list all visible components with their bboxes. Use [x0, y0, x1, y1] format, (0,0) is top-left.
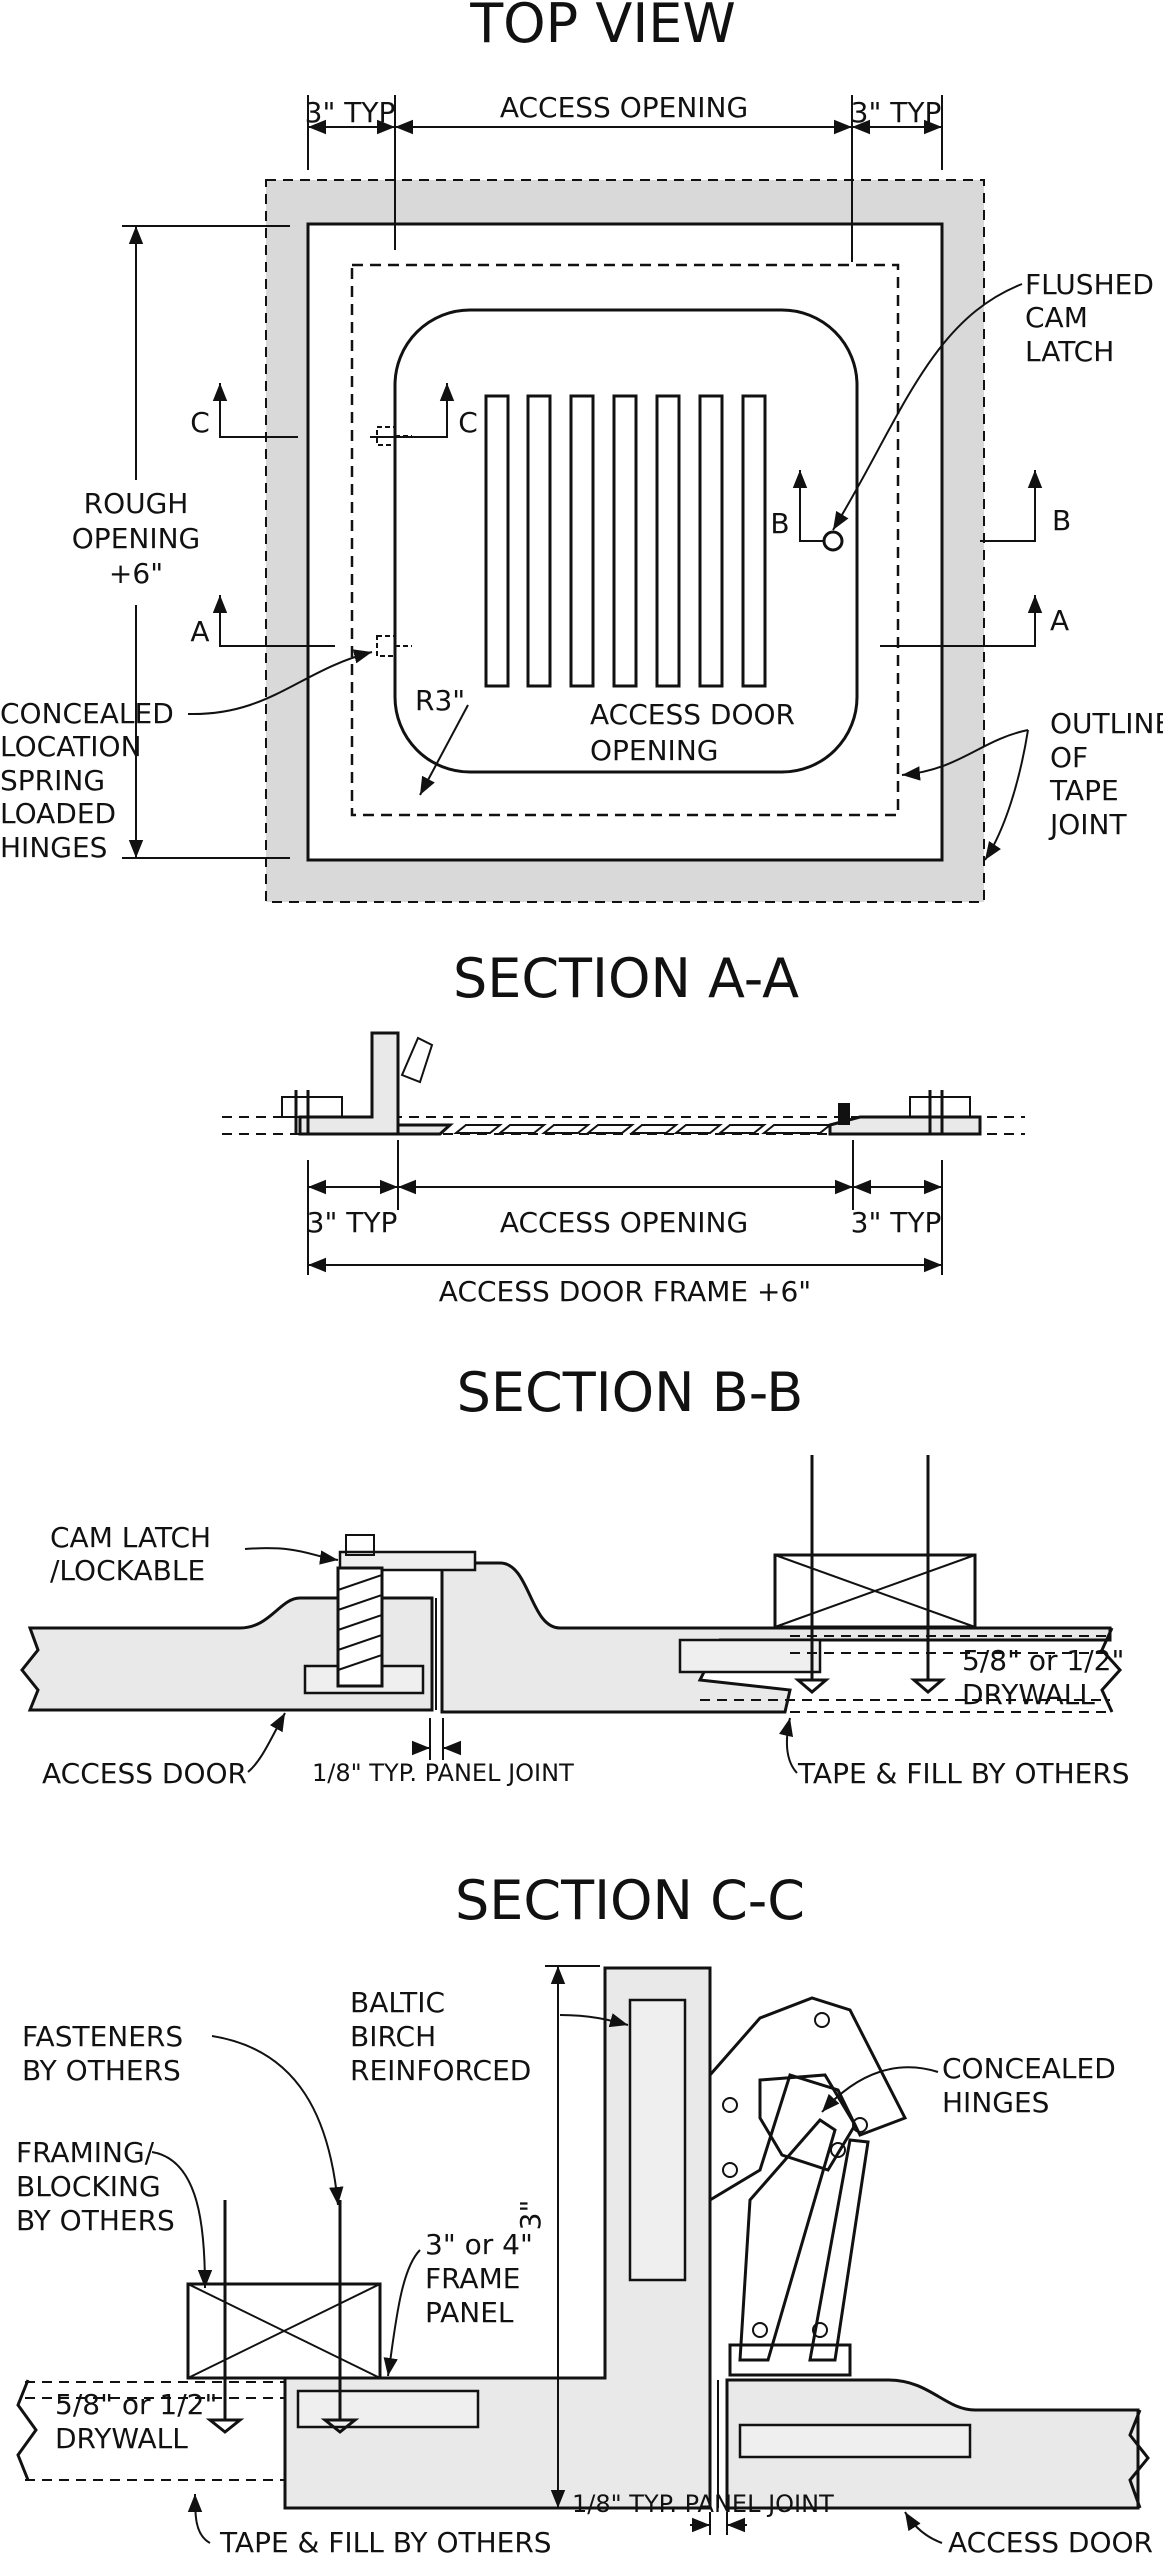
bb-cam-latch-line-2: /LOCKABLE: [50, 1554, 205, 1587]
bb-drywall-line-2: DRYWALL: [962, 1678, 1095, 1711]
section-b-b: SECTION B-B: [20, 1361, 1130, 1790]
top-view: TOP VIEW 3" TYP ACCESS OPENING 3" TYP: [0, 0, 1163, 903]
bb-screws: [793, 1455, 947, 1694]
cc-baltic-line-1: BALTIC: [350, 1986, 445, 2019]
cut-label-b-left: B: [770, 507, 789, 540]
cc-frame-panel-line-2: FRAME: [425, 2262, 520, 2295]
cc-framing-line-3: BY OTHERS: [16, 2204, 175, 2237]
tape-joint-line-2: OF: [1050, 741, 1088, 774]
door-slot: [484, 394, 510, 688]
section-bb-title: SECTION B-B: [457, 1361, 804, 1424]
hinges-line-4: LOADED: [0, 797, 116, 830]
cam-latch-symbol: [822, 530, 844, 552]
section-cc-title: SECTION C-C: [455, 1869, 805, 1932]
hinges-line-2: LOCATION: [0, 730, 142, 763]
cc-blocking: [186, 2282, 382, 2380]
bb-panel-joint-label: 1/8" TYP. PANEL JOINT: [312, 1759, 574, 1787]
bb-tape-fill-label: TAPE & FILL BY OTHERS: [797, 1757, 1130, 1790]
door-slot: [526, 394, 552, 688]
cut-label-a-left: A: [190, 615, 209, 648]
hinge-marks: [376, 426, 412, 657]
bb-drywall-line-1: 5/8" or 1/2": [962, 1644, 1124, 1677]
top-view-title: TOP VIEW: [469, 0, 736, 55]
cc-frame-panel-line-1: 3" or 4": [425, 2228, 533, 2261]
aa-dim-typ-left: 3" TYP: [307, 1206, 398, 1239]
tape-joint-line-4: JOINT: [1048, 808, 1128, 841]
section-cut-a: A A: [190, 595, 1069, 648]
cc-fasteners-line-2: BY OTHERS: [22, 2054, 181, 2087]
cc-access-door-label: ACCESS DOOR: [948, 2526, 1153, 2559]
radius-label: R3": [415, 684, 465, 717]
hinges-line-5: HINGES: [0, 831, 107, 864]
rough-opening-line-3: +6": [109, 557, 163, 590]
door-slot: [569, 394, 595, 688]
cc-fasteners-line-1: FASTENERS: [22, 2020, 183, 2053]
door-slot: [741, 394, 767, 688]
bb-access-door-label: ACCESS DOOR: [42, 1757, 247, 1790]
cc-framing-line-2: BLOCKING: [16, 2170, 161, 2203]
bb-frame-reinforcement: [678, 1638, 822, 1674]
bb-cam-latch-line-1: CAM LATCH: [50, 1521, 211, 1554]
cc-baltic-line-3: REINFORCED: [350, 2054, 531, 2087]
cam-latch-line-2: CAM: [1025, 301, 1088, 334]
door-slot: [655, 394, 681, 688]
top-dim-typ-right: 3" TYP: [851, 96, 942, 129]
aa-dim-frame: ACCESS DOOR FRAME +6": [439, 1275, 811, 1308]
cc-hinges-line-1: CONCEALED: [942, 2052, 1116, 2085]
cc-hinge: [708, 1996, 908, 2377]
aa-left-frame: [298, 1031, 400, 1136]
cut-label-b-right: B: [1052, 504, 1071, 537]
section-a-a: SECTION A-A: [222, 947, 1025, 1308]
cut-label-c-right: C: [458, 406, 478, 439]
cc-frame-panel-line-3: PANEL: [425, 2296, 514, 2329]
aa-cam-latch: [838, 1103, 850, 1125]
top-dim-access-opening: ACCESS OPENING: [500, 91, 748, 124]
door-slot: [698, 394, 724, 688]
cc-drywall-line-1: 5/8" or 1/2": [55, 2388, 217, 2421]
tape-joint-line-1: OUTLINE: [1050, 707, 1163, 740]
door-opening-line-1: ACCESS DOOR: [590, 698, 795, 731]
aa-dim-access-opening: ACCESS OPENING: [500, 1206, 748, 1239]
frame-band: [306, 222, 944, 862]
hinges-line-1: CONCEALED: [0, 697, 174, 730]
cc-panel-joint-label: 1/8" TYP. PANEL JOINT: [572, 2490, 834, 2518]
bb-blocking: [773, 1553, 977, 1629]
cc-drywall-line-2: DRYWALL: [55, 2422, 188, 2455]
door-slots: [484, 394, 767, 688]
section-cut-b: B B: [770, 470, 1071, 542]
aa-hinge: [400, 1036, 434, 1084]
cc-hinges-line-2: HINGES: [942, 2086, 1049, 2119]
top-dim-typ-left: 3" TYP: [305, 96, 396, 129]
section-cut-c: C C: [190, 383, 478, 439]
rough-opening-line-1: ROUGH: [84, 487, 189, 520]
aa-dim-typ-right: 3" TYP: [851, 1206, 942, 1239]
cc-door-reinforcement: [738, 2423, 972, 2459]
tape-joint-line-3: TAPE: [1049, 774, 1119, 807]
aa-right-frame: [828, 1115, 982, 1136]
cc-height-dim: 3": [514, 2200, 547, 2231]
cut-label-a-right: A: [1050, 604, 1069, 637]
cc-tape-fill-label: TAPE & FILL BY OTHERS: [219, 2526, 552, 2559]
cc-framing-line-1: FRAMING/: [16, 2136, 155, 2169]
cut-label-c-left: C: [190, 406, 210, 439]
cam-latch-line-1: FLUSHED: [1025, 268, 1154, 301]
door-opening-line-2: OPENING: [590, 734, 718, 767]
cc-screws: [205, 2200, 360, 2434]
bb-cam-latch-plate: [338, 1550, 477, 1572]
cam-latch-line-3: LATCH: [1025, 335, 1114, 368]
section-c-c: SECTION C-C: [16, 1869, 1153, 2559]
bb-frame: [440, 1561, 1112, 1714]
rough-opening-line-2: OPENING: [72, 522, 200, 555]
aa-door-slots: [453, 1124, 833, 1134]
cc-baltic-line-2: BIRCH: [350, 2020, 436, 2053]
cc-baltic-birch: [628, 1998, 687, 2282]
hinges-line-3: SPRING: [0, 764, 105, 797]
door-slot: [612, 394, 638, 688]
section-aa-title: SECTION A-A: [453, 947, 799, 1010]
